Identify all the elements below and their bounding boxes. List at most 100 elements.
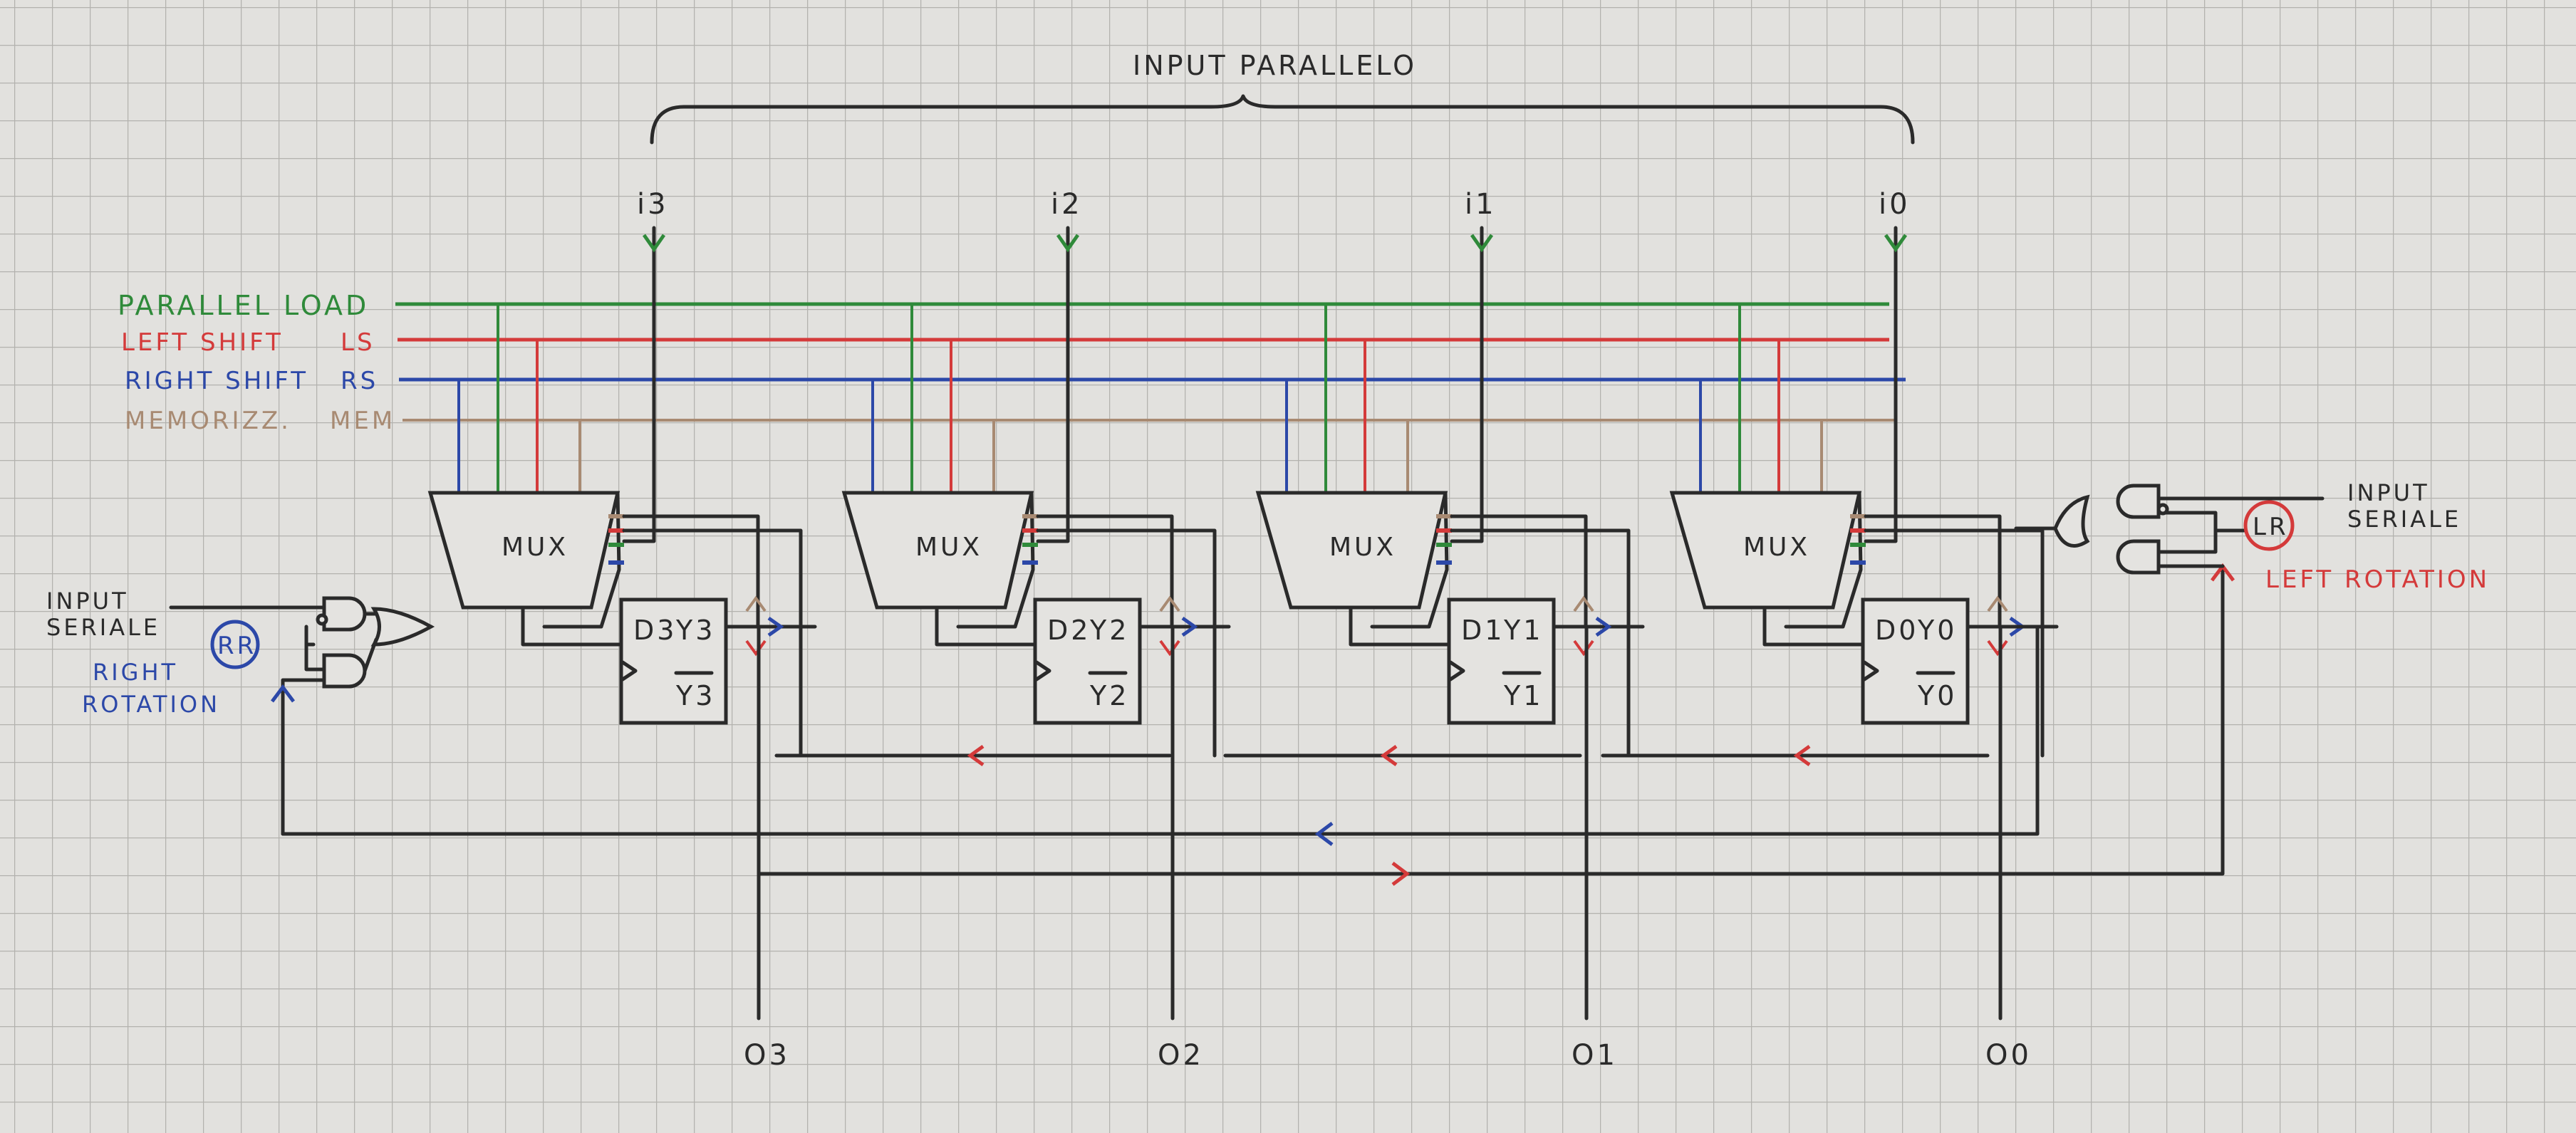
mem-label: MEMORIZZ. (125, 407, 291, 435)
flip-flop-block (1447, 597, 1556, 725)
down-arrow-icon (745, 639, 767, 657)
down-arrow-icon (1884, 234, 1908, 253)
inverter-bubble-icon (2156, 503, 2169, 516)
clock-triangle-icon (1862, 660, 1879, 682)
ff-d-label: D2 (1047, 615, 1091, 646)
up-arrow-icon (271, 684, 295, 703)
left-input-label: INPUT (46, 588, 129, 615)
ff-q-label: Y3 (675, 615, 715, 646)
ff-qbar-label: Y0 (1917, 680, 1957, 711)
down-arrow-icon (1056, 234, 1080, 253)
or-gate-icon (2053, 494, 2090, 548)
and-gate-icon (2116, 484, 2161, 519)
ff-qbar-label: Y1 (1503, 680, 1543, 711)
mem-abbr: MEM (330, 407, 395, 435)
right-input-label: INPUT (2347, 479, 2430, 506)
down-arrow-icon (1987, 639, 2008, 657)
right-serial-wires (2014, 496, 2325, 568)
ff-qbar-label: Y3 (675, 680, 715, 711)
parallel-load-label: PARALLEL LOAD (118, 290, 369, 321)
parallel-input-wire (1036, 226, 1070, 543)
title-label: INPUT PARALLELO (1133, 50, 1417, 81)
up-arrow-icon (1987, 595, 2008, 612)
left-shift-label: LEFT SHIFT (121, 328, 284, 357)
blue-left-arrow-icon (1314, 822, 1334, 846)
right-rotation-loop (281, 625, 2040, 836)
ff-d-label: D1 (1461, 615, 1505, 646)
up-arrow-icon (1573, 595, 1594, 612)
up-arrow-icon (1159, 595, 1180, 612)
right-rotation-input: RR INPUT SERIALE RIGHT ROTATION (46, 588, 435, 836)
left-rotation-input: LR INPUT SERIALE LEFT ROTATION (2014, 479, 2490, 594)
feedback-wires (281, 563, 2235, 886)
mux-label: MUX (1329, 533, 1396, 562)
left-rotation-label: LEFT ROTATION (2265, 565, 2490, 594)
ff-q-label: Y0 (1917, 615, 1957, 646)
right-shift-label: RIGHT SHIFT (125, 367, 308, 395)
inverter-bubble-icon (316, 613, 328, 626)
clock-triangle-icon (1448, 660, 1465, 682)
mux-to-ff-wire (521, 605, 623, 647)
rr-circle-icon (210, 620, 260, 669)
right-arrow-icon (1595, 616, 1612, 637)
parallel-input-label: i2 (1051, 188, 1083, 221)
left-arrow-icons (967, 744, 1811, 767)
mux-to-ff-wire (1349, 605, 1451, 647)
parallel-input-wire (622, 226, 656, 543)
right-arrow-icon (1181, 616, 1198, 637)
mux-to-ff-wire (935, 605, 1037, 647)
output-label: O1 (1572, 1039, 1618, 1072)
parallel-input-wire (1864, 226, 1898, 543)
ff-qbar-label: Y2 (1089, 680, 1129, 711)
down-arrow-icon (642, 234, 666, 253)
parallel-input-wire (1450, 226, 1484, 543)
mux-block (1669, 491, 1862, 610)
up-arrow-icon (745, 595, 767, 612)
mux-block (427, 491, 620, 610)
output-label: O2 (1158, 1039, 1204, 1072)
flip-flop-block (1033, 597, 1142, 725)
down-arrow-icon (1470, 234, 1494, 253)
left-shift-abbr: LS (341, 328, 375, 357)
gate-links (363, 612, 378, 673)
mux-feedback-wires (1036, 514, 1217, 758)
mux-label: MUX (502, 533, 568, 562)
right-seriale-label: SERIALE (2347, 506, 2461, 533)
mux-feedback-wires (1864, 514, 2045, 758)
input-brace (650, 94, 1915, 145)
and-gate-icon (322, 653, 367, 689)
control-buses (395, 302, 1906, 422)
mux-feedback-wires (1450, 514, 1631, 758)
mux-label: MUX (1743, 533, 1810, 562)
clock-triangle-icon (620, 660, 638, 682)
left-serial-wires (169, 605, 433, 836)
mux-to-ff-wire (1762, 605, 1865, 647)
down-arrow-icon (1573, 639, 1594, 657)
mux-block (841, 491, 1034, 610)
parallel-input-label: i0 (1879, 188, 1911, 221)
parallel-input-label: i3 (637, 188, 669, 221)
ff-q-label: Y2 (1089, 615, 1129, 646)
clock-triangle-icon (1034, 660, 1051, 682)
parallel-input-label: i1 (1465, 188, 1497, 221)
output-label: O3 (744, 1039, 790, 1072)
right-shift-abbr: RS (341, 367, 378, 395)
rotation-label: ROTATION (82, 691, 220, 718)
ff-d-label: D0 (1875, 615, 1918, 646)
lr-label: LR (2253, 513, 2289, 541)
or-gate-icon (370, 607, 435, 647)
flip-flop-block (619, 597, 728, 725)
ff-d-label: D3 (633, 615, 677, 646)
and-gate-icon (322, 596, 367, 632)
output-label: O0 (1985, 1039, 2032, 1072)
left-seriale-label: SERIALE (46, 614, 160, 641)
lr-circle-icon (2243, 500, 2295, 551)
mux-feedback-wires (622, 514, 803, 758)
mux-block (1255, 491, 1448, 610)
